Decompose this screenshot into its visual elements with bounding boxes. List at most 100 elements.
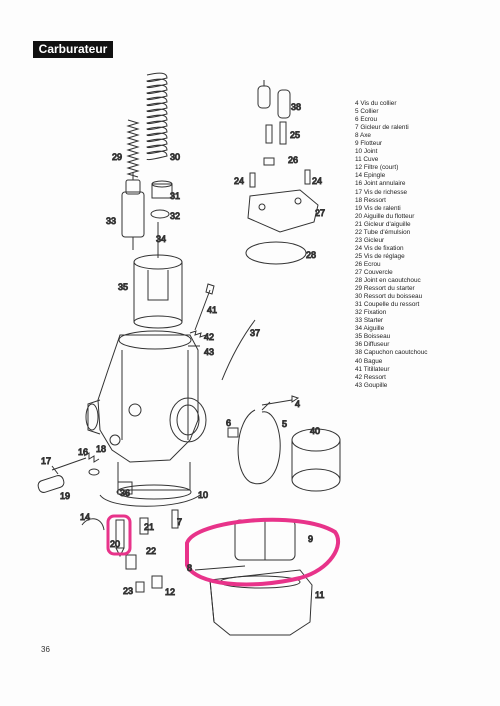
spring-cup-31 [151,180,173,199]
callout-30: 30 [170,152,180,162]
legend-item: 11 Cuve [355,156,379,164]
callout-26: 26 [288,155,298,165]
legend-item: 30 Ressort du boisseau [355,293,423,301]
needle-highlight-box [106,514,132,556]
legend-item: 8 Axe [355,132,371,140]
legend-item: 26 Ecrou [355,260,381,268]
legend-item: 21 Gicleur d'aiguille [355,220,411,228]
callout-22: 22 [146,546,156,556]
starter-33 [121,172,145,250]
callout-40: 40 [310,426,320,436]
callout-16: 16 [78,447,88,457]
legend-item: 25 Vis de réglage [355,252,405,260]
legend-item: 38 Capuchon caoutchouc [355,349,428,357]
callout-8: 8 [187,563,192,573]
legend-item: 36 Diffuseur [355,341,390,349]
cable-37 [221,319,256,381]
fixation-32 [150,209,170,219]
clamp-5 [237,401,281,485]
page-number: 36 [41,645,50,654]
tickler-41 [194,283,215,331]
adjust-screw-25 [265,121,287,145]
callout-27: 27 [315,208,325,218]
legend-item: 16 Joint annulaire [355,180,406,188]
filter-12 [151,575,163,589]
legend-item: 19 Vis de ralenti [355,204,401,212]
float-9 [234,519,296,561]
starter-spring-29 [126,119,140,178]
callout-33: 33 [106,216,116,226]
callout-32: 32 [170,211,180,221]
callout-6: 6 [226,418,231,428]
idle-screw-19 [37,475,65,493]
legend-item: 33 Starter [355,317,384,325]
callout-24-right: 24 [312,176,322,186]
legend-item: 10 Joint [355,148,378,156]
legend-item: 28 Joint en caoutchouc [355,277,421,285]
rubber-gasket-28 [245,241,307,265]
callout-42: 42 [204,332,214,342]
callout-17: 17 [41,456,51,466]
float-needle-20 [115,519,125,558]
callout-31: 31 [170,191,180,201]
legend-item: 24 Vis de fixation [355,244,404,252]
legend-item: 18 Ressort [355,196,386,204]
cover-27 [247,189,319,233]
legend-item: 35 Boisseau [355,333,391,341]
legend-item: 20 Aiguille du flotteur [355,212,415,220]
callout-12: 12 [165,587,175,597]
callout-41: 41 [207,305,217,315]
ring-40 [291,428,341,492]
callout-36: 36 [120,488,130,498]
legend-item: 4 Vis du collier [355,100,397,107]
callout-11: 11 [315,590,324,600]
screw-24-right [304,169,311,185]
callout-34: 34 [156,234,166,244]
jet-23 [135,581,145,593]
callout-38: 38 [291,102,301,112]
legend-item: 32 Fixation [355,309,387,317]
rubber-cap-38 [257,80,291,119]
legend-item: 29 Ressort du starter [355,285,415,293]
callout-28: 28 [306,250,316,260]
mixture-screw-17 [51,457,87,475]
throttle-spring-30 [146,72,168,161]
nut-26 [263,157,275,166]
screw-24-left [249,172,256,188]
legend-item: 31 Coupelle du ressort [355,301,420,309]
legend-item: 6 Ecrou [355,116,378,124]
legend-item: 23 Gicleur [355,236,385,244]
callout-18: 18 [96,444,106,454]
legend-item: 43 Goupille [355,381,388,389]
legend-item: 14 Epingle [355,172,386,180]
legend-item: 12 Filtre (court) [355,164,399,172]
callout-23: 23 [123,586,133,596]
carburetor-body [85,330,207,500]
needle-jet-21 [139,517,149,535]
callout-20: 20 [110,539,120,549]
callout-25: 25 [290,130,300,140]
screw-4 [261,395,300,406]
callout-35: 35 [118,282,128,292]
callout-10: 10 [198,490,208,500]
callout-24-left: 24 [234,176,244,186]
callout-9: 9 [308,534,313,544]
page-title: Carburateur [33,41,113,58]
legend-item: 5 Collier [355,108,379,116]
legend-item: 9 Flotteur [355,140,382,148]
clip-14 [81,518,105,531]
callout-21: 21 [144,522,154,532]
gasket-10 [99,494,201,507]
callout-5: 5 [282,419,287,429]
legend-item: 40 Bague [355,357,383,365]
spring-18 [83,452,100,463]
legend-item: 7 Gicleur de ralenti [355,124,409,132]
axle-8 [194,565,246,571]
legend-item: 34 Aiguille [355,325,385,333]
emulsion-tube-22 [125,554,137,570]
callout-29: 29 [112,152,122,162]
spring-42 [189,330,207,338]
callout-7: 7 [177,517,182,527]
